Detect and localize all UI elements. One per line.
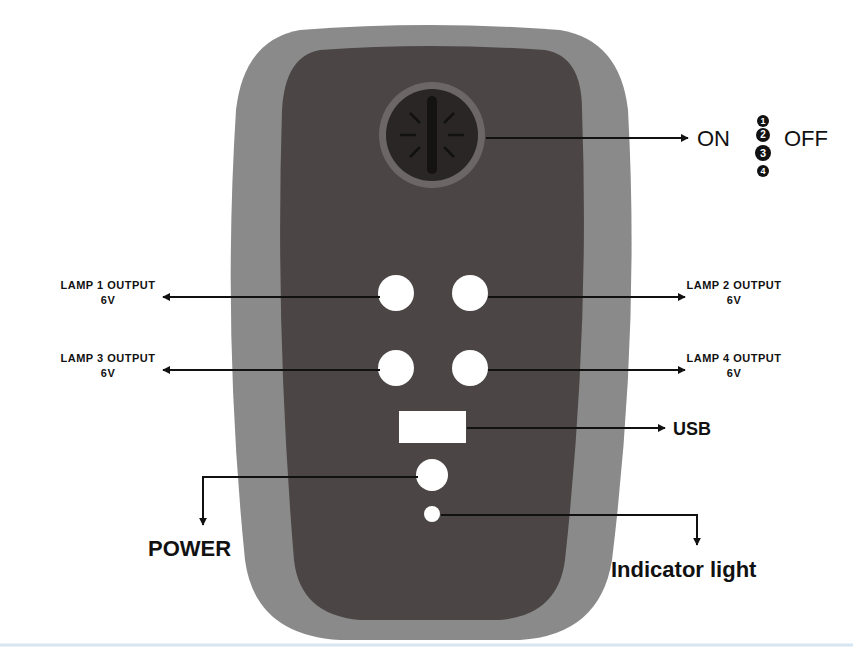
knob-ring: [379, 82, 485, 188]
usb-port: [399, 411, 466, 443]
lamp-socket: [452, 275, 488, 311]
power-button: [416, 459, 448, 491]
lamp-output-label: LAMP 3 OUTPUT 6V: [60, 351, 156, 381]
position-number: 1: [757, 115, 769, 127]
indicator-led: [424, 506, 440, 522]
knob-grip: [427, 96, 437, 174]
position-number: 4: [757, 165, 769, 177]
switch-label: OFF: [784, 124, 828, 154]
button-label: POWER: [148, 534, 231, 564]
knob: [386, 89, 478, 181]
switch-label: ON: [697, 124, 730, 154]
position-number: 3: [755, 145, 771, 161]
lamp-output-label: LAMP 4 OUTPUT 6V: [686, 351, 782, 381]
port-label: USB: [673, 417, 711, 441]
lamp-socket: [378, 350, 414, 386]
indicator-label: Indicator light: [611, 555, 756, 585]
position-number: 2: [756, 128, 770, 142]
lamp-socket: [378, 275, 414, 311]
housing-outer: [231, 25, 632, 640]
lamp-output-label: LAMP 1 OUTPUT 6V: [60, 278, 156, 308]
housing-panel: [280, 46, 584, 620]
lamp-output-label: LAMP 2 OUTPUT 6V: [686, 278, 782, 308]
leader-lines: [163, 138, 697, 545]
lamp-socket: [452, 350, 488, 386]
